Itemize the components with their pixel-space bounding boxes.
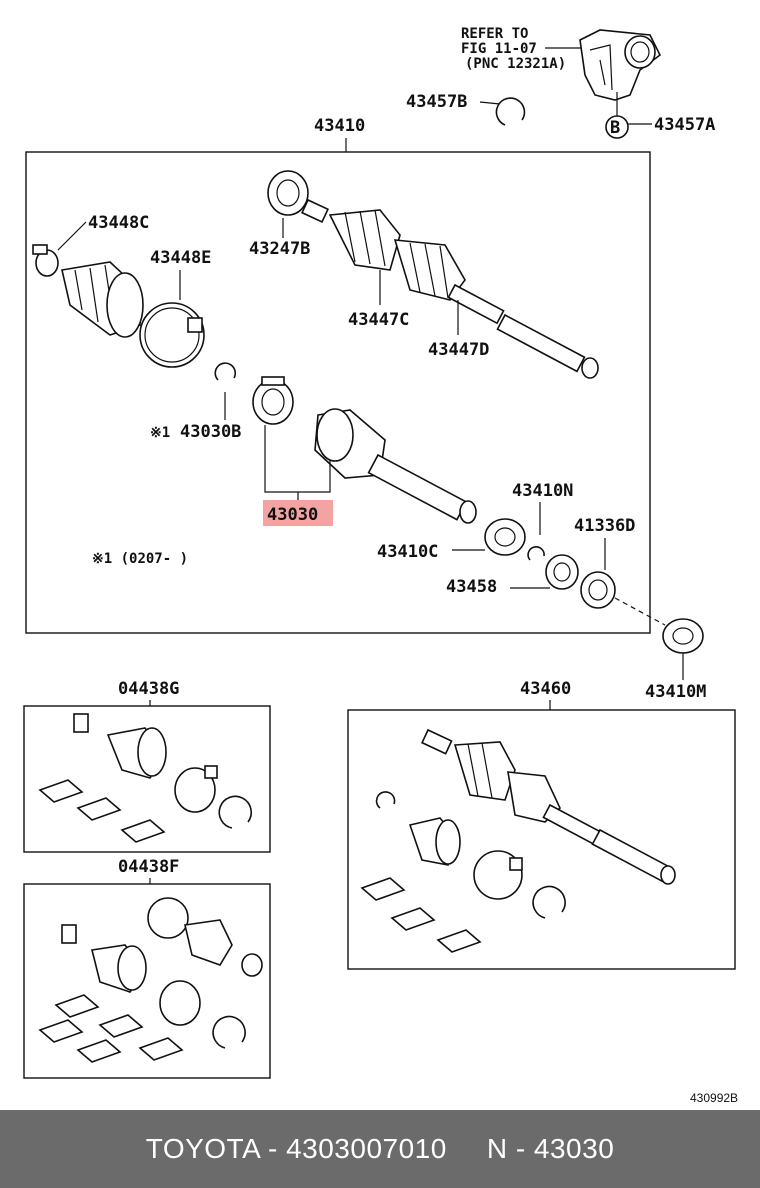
footer-bar: TOYOTA - 4303007010 N - 43030 [0, 1110, 760, 1188]
clamp-43448E [139, 302, 205, 368]
footer-pnc: N - 43030 [486, 1133, 615, 1164]
label-43458: 43458 [446, 577, 497, 597]
seal-41336D [580, 571, 616, 609]
label-41336D: 41336D [574, 516, 635, 536]
clamp-43448C [32, 244, 59, 277]
snap-ring-43410N [527, 546, 545, 561]
refer-text-line2: FIG 11-07 [461, 41, 537, 57]
assembly-box-43410 [25, 151, 651, 634]
bearing-43247B [267, 170, 309, 216]
assembly-box-43460 [347, 709, 736, 970]
tripod-spider-part [252, 376, 294, 425]
label-43447C: 43447C [348, 310, 409, 330]
parts-diagram: REFER TO FIG 11-07 (PNC 12321A) 43457B B… [23, 26, 738, 1105]
footer-part-number: TOYOTA - 4303007010 [145, 1133, 447, 1164]
bearing-43410C [484, 518, 526, 556]
drawing-code: 430992B [690, 1091, 738, 1105]
kit-box-04438F [23, 883, 271, 1079]
label-04438G: 04438G [118, 679, 179, 699]
drive-shaft-upper [301, 198, 599, 379]
snap-ring-43457B [495, 97, 526, 126]
refer-text-line3: (PNC 12321A) [465, 56, 566, 72]
highlight-43030 [263, 500, 333, 526]
kit-04438G-parts [38, 713, 253, 843]
bearing-bracket-part [579, 29, 662, 101]
label-04438F: 04438F [118, 857, 179, 877]
label-43030B: 43030B [180, 422, 241, 442]
label-43457A: 43457A [654, 115, 715, 135]
inner-boot-part [61, 261, 144, 338]
label-43410M: 43410M [645, 682, 706, 702]
label-43457B: 43457B [406, 92, 467, 112]
kit-04438F-parts [38, 897, 263, 1063]
washer-43458 [545, 554, 579, 590]
label-43448C: 43448C [88, 213, 149, 233]
label-43447D: 43447D [428, 340, 489, 360]
kit-box-04438G [23, 705, 271, 853]
label-43410: 43410 [314, 116, 365, 136]
label-43030: 43030 [267, 505, 318, 525]
label-43410N: 43410N [512, 481, 573, 501]
outboard-joint-shaft-43030 [314, 408, 477, 524]
label-43460: 43460 [520, 679, 571, 699]
mark-1: ※1 [150, 425, 170, 441]
label-43448E: 43448E [150, 248, 211, 268]
drive-shaft-43460-parts [360, 728, 676, 953]
snap-ring-43030B [214, 362, 237, 381]
refer-text-line1: REFER TO [461, 26, 528, 42]
label-43410C: 43410C [377, 542, 438, 562]
circle-b-label: B [610, 118, 620, 138]
label-43247B: 43247B [249, 239, 310, 259]
bearing-43410M [662, 618, 704, 654]
note-text: ※1 (0207- ) [92, 551, 188, 567]
